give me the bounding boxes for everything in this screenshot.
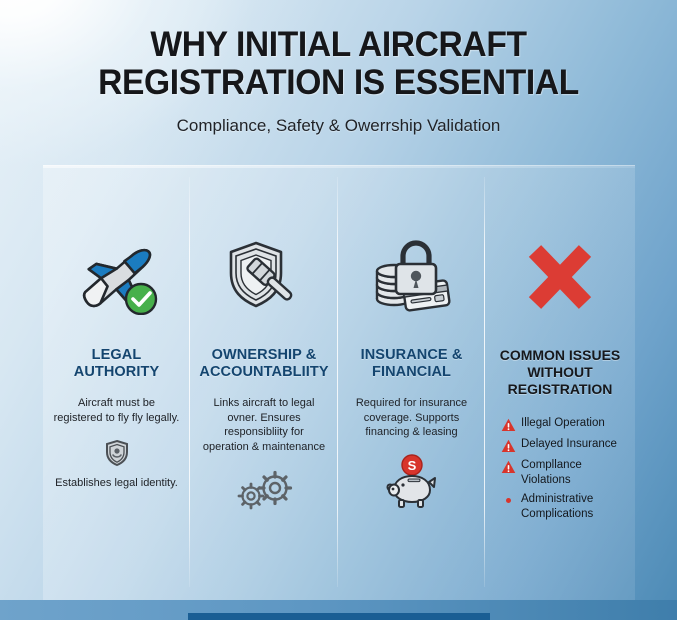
airplane-check-icon (51, 217, 182, 337)
column-divider (337, 177, 338, 587)
header: WHY INITIAL AIRCRAFT REGISTRATION IS ESS… (0, 26, 677, 136)
content-panel: LEGAL AUTHORITY Aircraft must be registe… (43, 165, 635, 600)
list-item-label: Compllance Violations (521, 459, 582, 486)
column-heading: INSURANCE & FINANCIAL (360, 347, 463, 380)
dot-bullet-icon (499, 492, 517, 508)
list-item: Illegal Operation (499, 416, 627, 432)
list-item-label: Administrative Complications (521, 493, 594, 520)
svg-text:S: S (407, 458, 416, 473)
bottom-accent-bar (188, 613, 490, 620)
list-item-label: Delayed Insurance (521, 438, 617, 450)
column-divider (484, 177, 485, 587)
column-common-issues: COMMON ISSUES WITHOUT REGISTRATION Illeg… (485, 165, 635, 600)
padlock-coins-card-icon (346, 217, 477, 337)
issues-list: Illegal Operation Delayed Insurance (493, 416, 627, 526)
column-divider (189, 177, 190, 587)
column-heading: OWNERSHIP & ACCOUNTABLIITY (199, 347, 329, 380)
page-subtitle: Compliance, Safety & Owerrship Validatio… (176, 116, 501, 135)
column-body-text: Links aircraft to legal ovner. Ensures r… (202, 397, 326, 453)
column-ownership-accountability: OWNERSHIP & ACCOUNTABLIITY Links aircraf… (190, 165, 338, 600)
column-footnote: Establishes legal identity. (55, 477, 178, 489)
list-item: Delayed Insurance (499, 437, 627, 453)
column-heading: COMMON ISSUES WITHOUT REGISTRATION (499, 347, 621, 397)
page-title: WHY INITIAL AIRCRAFT REGISTRATION IS ESS… (98, 25, 579, 102)
red-x-mark-icon (493, 217, 627, 337)
column-heading: LEGAL AUTHORITY (73, 347, 160, 380)
warning-triangle-icon (499, 437, 517, 453)
column-body-text: Aircraft must be registered to fly fly l… (53, 397, 180, 424)
column-body-text: Required for insurance coverage. Support… (355, 397, 468, 438)
shield-gavel-icon (198, 217, 330, 337)
column-legal-authority: LEGAL AUTHORITY Aircraft must be registe… (43, 165, 190, 600)
warning-triangle-icon (499, 416, 517, 432)
warning-triangle-icon (499, 458, 517, 474)
list-item: Compllance Violations (499, 458, 627, 487)
column-insurance-financial: INSURANCE & FINANCIAL Required for insur… (338, 165, 485, 600)
bottom-strip (0, 600, 677, 620)
gears-icon (233, 468, 295, 514)
badge-shield-icon (104, 439, 130, 467)
piggy-bank-coin-icon: S (382, 453, 442, 510)
list-item: Administrative Complications (499, 492, 627, 521)
list-item-label: Illegal Operation (521, 417, 605, 429)
